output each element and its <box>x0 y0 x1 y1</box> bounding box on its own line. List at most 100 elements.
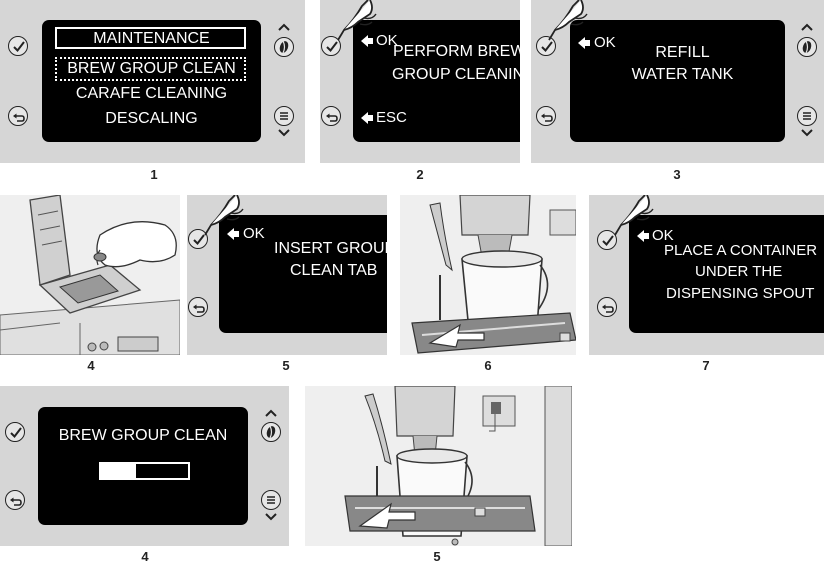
ok-check-button[interactable] <box>8 36 28 56</box>
ok-label: OK <box>652 227 674 244</box>
ok-check-button[interactable] <box>188 229 208 249</box>
coffee-bean-button[interactable] <box>797 37 817 57</box>
return-arrow-icon <box>602 304 614 313</box>
ok-check-button[interactable] <box>536 36 556 56</box>
coffee-bean-button[interactable] <box>274 37 294 57</box>
milk-jug-illustration <box>400 195 576 355</box>
coffee-bean-icon <box>279 40 289 54</box>
menu-item-carafe-cleaning[interactable]: CARAFE CLEANING <box>75 85 228 102</box>
ok-arrow-icon <box>637 230 649 242</box>
chevron-down-icon[interactable] <box>277 128 291 138</box>
menu-list-icon <box>267 496 275 504</box>
message-line-1: INSERT GROUP <box>274 240 387 257</box>
insert-tablet-illustration <box>0 195 180 355</box>
menu-list-icon <box>280 112 288 120</box>
back-esc-button[interactable] <box>597 297 617 317</box>
pointing-hand-icon <box>614 195 654 236</box>
menu-item-brew-group-dotted[interactable] <box>55 57 246 81</box>
check-icon <box>541 41 553 53</box>
back-esc-button[interactable] <box>188 297 208 317</box>
coffee-bean-icon <box>266 425 276 439</box>
ok-arrow-icon <box>361 35 373 47</box>
return-arrow-icon <box>13 113 25 122</box>
message-line-2: WATER TANK <box>631 66 734 83</box>
check-icon <box>326 41 338 53</box>
display-screen: BREW GROUP CLEAN <box>38 407 248 525</box>
display-screen: OK INSERT GROUP CLEAN TAB <box>219 215 387 333</box>
progress-bar <box>99 462 190 480</box>
menu-item-brew-group-clean: BREW GROUP CLEAN <box>67 60 236 77</box>
check-icon <box>10 427 22 439</box>
ok-arrow-icon <box>578 37 590 49</box>
step-number: 4 <box>141 549 149 564</box>
display-screen: MAINTENANCE BREW GROUP CLEAN CARAFE CLEA… <box>42 20 261 142</box>
step-number: 4 <box>87 358 95 373</box>
chevron-up-icon[interactable] <box>277 22 291 32</box>
panel-6-container-illustration <box>400 195 576 355</box>
message-line-1: PERFORM BREW <box>393 43 520 60</box>
display-screen: OK PLACE A CONTAINER UNDER THE DISPENSIN… <box>629 215 824 333</box>
check-icon <box>193 234 205 246</box>
check-icon <box>602 235 614 247</box>
message-line-2: CLEAN TAB <box>290 262 378 279</box>
back-esc-button[interactable] <box>536 106 556 126</box>
back-esc-button[interactable] <box>5 490 25 510</box>
chevron-down-icon[interactable] <box>264 512 278 522</box>
step-number: 6 <box>484 358 492 373</box>
panel-5-insert-group-clean-tab: OK INSERT GROUP CLEAN TAB <box>187 195 387 355</box>
ok-arrow-icon <box>227 228 239 240</box>
panel-2-perform-brew-group-cleaning: OK ESC PERFORM BREW GROUP CLEANING <box>320 0 520 163</box>
menu-list-button[interactable] <box>261 490 281 510</box>
chevron-down-icon[interactable] <box>800 128 814 138</box>
ok-label: OK <box>376 32 398 49</box>
step-number: 1 <box>150 167 158 182</box>
panel-4-insert-tab-illustration <box>0 195 180 355</box>
menu-item-maintenance: MAINTENANCE <box>93 30 210 47</box>
display-screen: OK REFILL WATER TANK <box>570 20 785 142</box>
menu-item-descaling[interactable]: DESCALING <box>105 110 198 127</box>
back-esc-button[interactable] <box>321 106 341 126</box>
message-line-2: GROUP CLEANING <box>392 66 520 83</box>
ok-check-button[interactable] <box>597 230 617 250</box>
menu-item-maintenance-selected[interactable] <box>55 27 246 49</box>
message-line-2: UNDER THE <box>695 263 783 280</box>
step-number: 7 <box>702 358 710 373</box>
pointing-hand-icon <box>337 0 377 41</box>
message-line-1: PLACE A CONTAINER <box>664 242 818 259</box>
esc-label: ESC <box>376 109 407 126</box>
return-arrow-icon <box>326 113 338 122</box>
ok-label: OK <box>594 34 616 51</box>
chevron-up-icon[interactable] <box>800 22 814 32</box>
step-number: 3 <box>673 167 681 182</box>
return-arrow-icon <box>193 304 205 313</box>
back-esc-button[interactable] <box>8 106 28 126</box>
ok-label: OK <box>243 225 265 242</box>
return-arrow-icon <box>541 113 553 122</box>
menu-list-button[interactable] <box>797 106 817 126</box>
message-line-3: DISPENSING SPOUT <box>666 285 815 302</box>
panel-3-refill-water-tank: OK REFILL WATER TANK <box>531 0 824 163</box>
check-icon <box>13 41 25 53</box>
panel-9-dispensing-illustration <box>305 386 572 546</box>
coffee-bean-icon <box>802 40 812 54</box>
step-number: 5 <box>433 549 441 564</box>
menu-list-icon <box>803 112 811 120</box>
menu-list-button[interactable] <box>274 106 294 126</box>
chevron-up-icon[interactable] <box>264 408 278 418</box>
machine-dispensing-illustration <box>305 386 572 546</box>
progress-bar-fill <box>101 464 136 478</box>
ok-check-button[interactable] <box>321 36 341 56</box>
progress-title: BREW GROUP CLEAN <box>58 427 228 444</box>
panel-7-place-container: OK PLACE A CONTAINER UNDER THE DISPENSIN… <box>589 195 824 355</box>
step-number: 2 <box>416 167 424 182</box>
display-screen: OK ESC PERFORM BREW GROUP CLEANING <box>353 20 520 142</box>
ok-check-button[interactable] <box>5 422 25 442</box>
coffee-bean-button[interactable] <box>261 422 281 442</box>
return-arrow-icon <box>10 497 22 506</box>
esc-arrow-icon <box>361 112 373 124</box>
message-line-1: REFILL <box>655 44 710 61</box>
step-number: 5 <box>282 358 290 373</box>
panel-8-brew-group-clean-progress: BREW GROUP CLEAN <box>0 386 289 546</box>
pointing-hand-icon <box>204 195 244 236</box>
pointing-hand-icon <box>548 0 588 41</box>
